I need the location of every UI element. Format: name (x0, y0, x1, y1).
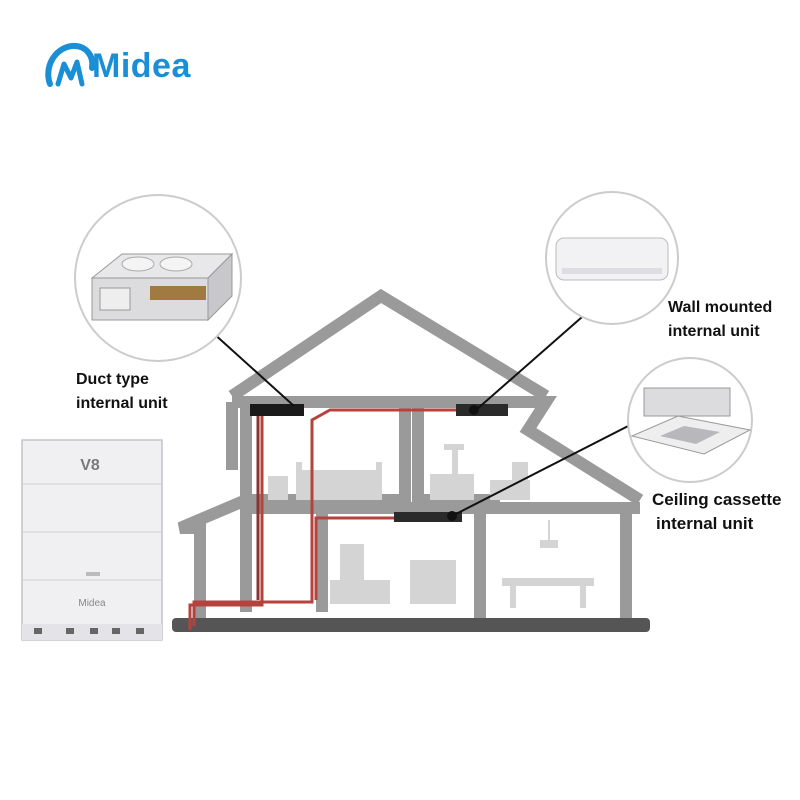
brand-logo: Midea (44, 36, 191, 96)
ground-line (172, 618, 650, 632)
cassette-unit-product (630, 387, 752, 455)
duct-unit-product (90, 252, 234, 322)
cassette-unit-installed (394, 512, 462, 522)
wall-unit-label-line2: internal unit (668, 323, 760, 340)
duct-unit-label-line1: Duct type (76, 371, 149, 388)
midea-swoosh-icon (45, 42, 96, 87)
wall-unit-label: Wall mounted internal unit (668, 296, 772, 344)
outdoor-unit: V8 Midea (21, 439, 163, 641)
cassette-unit-label-line2: internal unit (656, 514, 754, 533)
wall-unit-label-line1: Wall mounted (668, 299, 773, 316)
duct-unit-label-line2: internal unit (76, 395, 168, 412)
refrigerant-pipes (188, 408, 466, 630)
outdoor-unit-model-mark: V8 (80, 457, 100, 474)
cassette-unit-label-line1: Ceiling cassette (652, 490, 782, 509)
callout-lines (211, 309, 641, 517)
wall-unit-installed (456, 404, 508, 416)
wall-unit-product (555, 237, 669, 281)
brand-name: Midea (92, 46, 191, 85)
duct-unit-label: Duct type internal unit (76, 368, 168, 416)
cassette-unit-label: Ceiling cassette internal unit (652, 488, 781, 536)
outdoor-unit-brand-mark: Midea (78, 598, 106, 609)
duct-unit-installed (250, 404, 304, 416)
